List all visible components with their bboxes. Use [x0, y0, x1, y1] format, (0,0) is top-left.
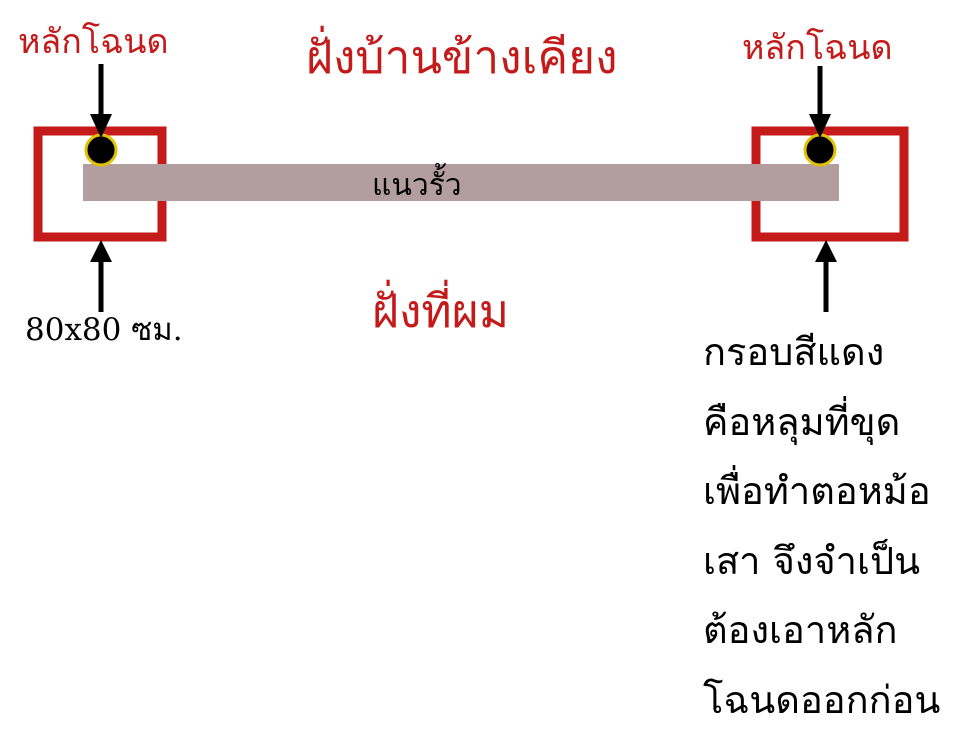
neighbor-side-label: ฝั่งบ้านข้างเคียง: [306, 30, 618, 84]
fence-bar: [83, 164, 839, 201]
my-side-label: ฝั่งที่ผม: [372, 284, 510, 338]
note-line: คือหลุมที่ขุด: [703, 399, 901, 444]
fence-line-label: แนวรั้ว: [372, 168, 462, 203]
arrow-down-right: [809, 66, 831, 138]
arrow-up-left: [90, 240, 112, 312]
note-block: กรอบสีแดง คือหลุมที่ขุด เพื่อทำตอหม้อ เส…: [703, 318, 940, 735]
note-line: ต้องเอาหลัก: [703, 608, 898, 652]
hole-size-label: 80x80 ซม.: [25, 312, 183, 348]
note-line: เสา จึงจำเป็น: [703, 538, 921, 583]
arrow-down-left: [90, 64, 112, 138]
left-deed-marker: [84, 133, 118, 167]
arrow-up-right: [815, 240, 837, 312]
right-deed-marker-label: หลักโฉนด: [742, 28, 893, 68]
right-deed-marker: [803, 133, 837, 167]
left-deed-marker-label: หลักโฉนด: [18, 22, 169, 62]
note-line: เพื่อทำตอหม้อ: [703, 469, 931, 513]
note-line: โฉนดออกก่อน: [703, 677, 941, 722]
note-line: กรอบสีแดง: [703, 330, 885, 374]
